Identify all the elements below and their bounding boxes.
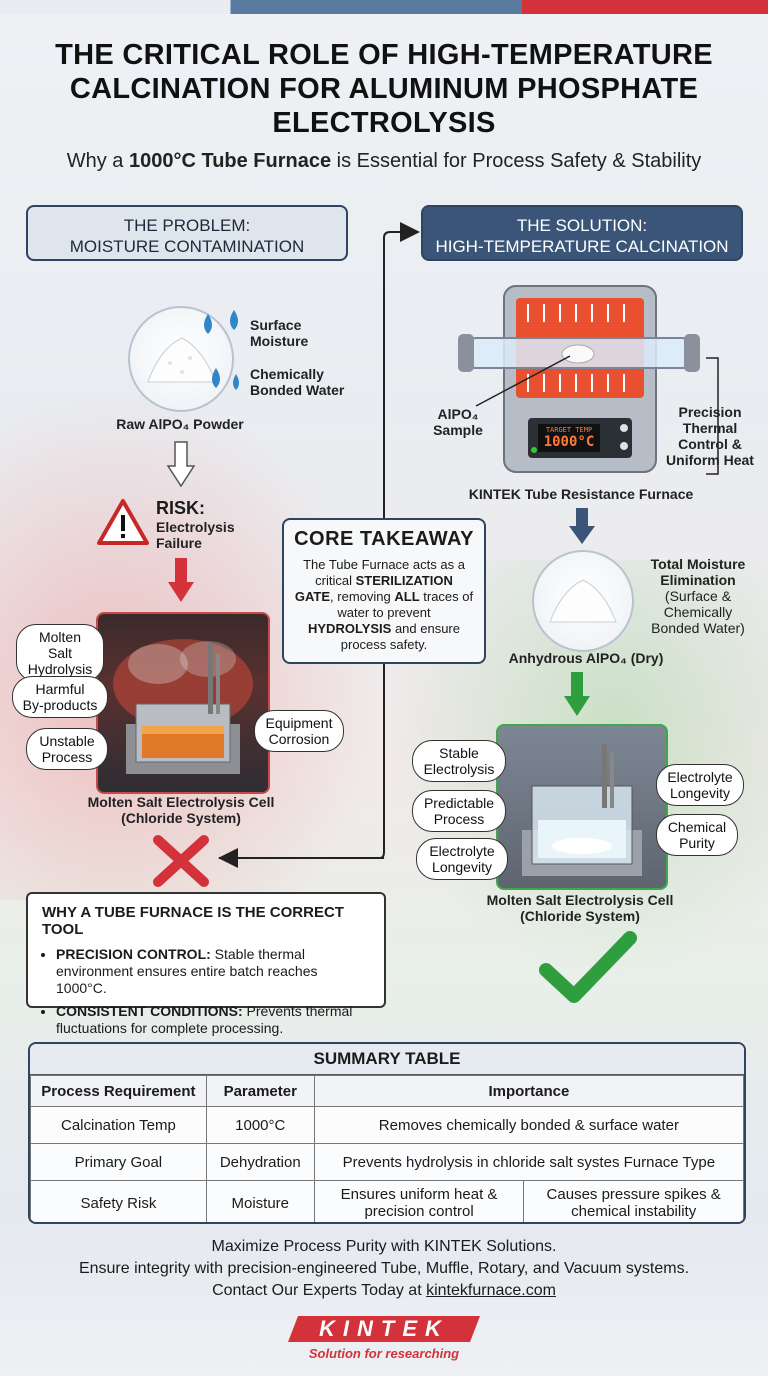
risk-label: RISK: Electrolysis Failure <box>156 498 235 551</box>
footer-line1: Maximize Process Purity with KINTEK Solu… <box>211 1238 557 1255</box>
warning-triangle-icon <box>97 499 149 545</box>
core-title: CORE TAKEAWAY <box>294 528 474 550</box>
header-parameter: Parameter <box>205 1075 315 1107</box>
cell-parameter: Dehydration <box>205 1143 315 1181</box>
why-title: WHY A TUBE FURNACE IS THE CORRECT TOOL <box>42 904 344 938</box>
clean-cell-image <box>496 724 668 890</box>
cell-requirement: Calcination Temp <box>30 1106 207 1144</box>
down-arrow-green <box>564 672 590 716</box>
dry-powder-circle <box>532 550 634 652</box>
electrolysis-cell-hot-icon <box>113 639 253 774</box>
logo-wordmark: KINTEK <box>319 1316 449 1341</box>
water-droplet-icons <box>204 310 239 390</box>
furnace-label: KINTEK Tube Resistance Furnace <box>468 486 694 502</box>
contaminated-cell-image <box>96 612 270 794</box>
table-row: Primary Goal Dehydration Prevents hydrol… <box>30 1143 744 1181</box>
dry-powder-icon <box>549 579 617 623</box>
core-text: The Tube Furnace acts as a critical STER… <box>294 557 474 652</box>
table-row: Safety Risk Moisture Ensures uniform hea… <box>30 1180 744 1222</box>
header-importance: Importance <box>313 1075 744 1107</box>
problem-heading-line1: THE PROBLEM: <box>123 216 251 235</box>
furnace-display: TARGET TEMP 1000°C <box>543 426 595 450</box>
header-requirement: Process Requirement <box>30 1075 207 1107</box>
problem-heading-box: THE PROBLEM: MOISTURE CONTAMINATION <box>26 205 348 261</box>
page-title: THE CRITICAL ROLE OF HIGH-TEMPERATURE CA… <box>55 39 713 139</box>
table-row: Calcination Temp 1000°C Removes chemical… <box>30 1106 744 1144</box>
solution-heading-line2: HIGH-TEMPERATURE CALCINATION <box>435 237 729 256</box>
cell-parameter: 1000°C <box>205 1106 315 1144</box>
down-arrow-navy <box>569 508 595 544</box>
solution-cell-label: Molten Salt Electrolysis Cell(Chloride S… <box>486 892 674 924</box>
logo-tagline: Solution for researching <box>308 1346 460 1361</box>
why-tube-furnace-box: WHY A TUBE FURNACE IS THE CORRECT TOOL P… <box>26 892 386 1036</box>
cell-requirement: Primary Goal <box>30 1143 207 1181</box>
cell-importance: Prevents hydrolysis in chloride salt sys… <box>313 1143 744 1181</box>
top-accent-stripe <box>0 0 768 14</box>
problem-cell-label: Molten Salt Electrolysis Cell(Chloride S… <box>87 794 275 826</box>
electrolysis-cell-clean-icon <box>522 744 642 876</box>
footer: Maximize Process Purity with KINTEK Solu… <box>20 1236 748 1302</box>
solution-heading-box: THE SOLUTION: HIGH-TEMPERATURE CALCINATI… <box>421 205 743 261</box>
control-bracket <box>706 357 719 475</box>
solution-heading-line1: THE SOLUTION: <box>516 216 648 235</box>
tube-furnace-illustration: TARGET TEMP 1000°C <box>456 282 702 478</box>
furnace-icon <box>458 285 700 473</box>
powder-pile-icon <box>147 337 217 383</box>
summary-table: SUMMARY TABLE Process Requirement Parame… <box>28 1042 746 1224</box>
cell-requirement: Safety Risk <box>30 1180 207 1222</box>
why-item-consistency: CONSISTENT CONDITIONS: Prevents thermal … <box>56 1003 370 1037</box>
summary-table-title: SUMMARY TABLE <box>30 1044 744 1075</box>
cell-importance-a: Ensures uniform heat & precision control <box>313 1180 525 1222</box>
cell-importance: Removes chemically bonded & surface wate… <box>313 1106 744 1144</box>
cell-parameter: Moisture <box>205 1180 315 1222</box>
cell-importance-b: Causes pressure spikes & chemical instab… <box>523 1180 744 1222</box>
footer-line2: Ensure integrity with precision-engineer… <box>78 1260 690 1277</box>
logo-badge-icon <box>288 1316 480 1342</box>
anhydrous-label: Anhydrous AlPO₄ (Dry) <box>508 650 664 666</box>
problem-heading-line2: MOISTURE CONTAMINATION <box>69 237 305 256</box>
down-arrow-red <box>168 558 194 602</box>
website-link[interactable]: kintekfurnace.com <box>426 1282 556 1299</box>
sample-pointer <box>475 355 571 407</box>
why-item-precision: PRECISION CONTROL: Stable thermal enviro… <box>56 946 370 997</box>
kintek-logo: KINTEK Solution for researching <box>284 1312 484 1364</box>
raw-powder-circle <box>128 306 234 412</box>
raw-powder-label: Raw AlPO₄ Powder <box>116 416 244 432</box>
red-x-icon <box>153 835 209 887</box>
table-header-row: Process Requirement Parameter Importance <box>30 1075 744 1107</box>
footer-line3: Contact Our Experts Today at kintekfurna… <box>212 1282 556 1299</box>
page-subtitle: Why a 1000°C Tube Furnace is Essential f… <box>66 150 702 172</box>
green-check-icon <box>539 931 637 1003</box>
core-takeaway-box: CORE TAKEAWAY The Tube Furnace acts as a… <box>282 518 486 664</box>
down-arrow-hollow <box>166 441 196 488</box>
